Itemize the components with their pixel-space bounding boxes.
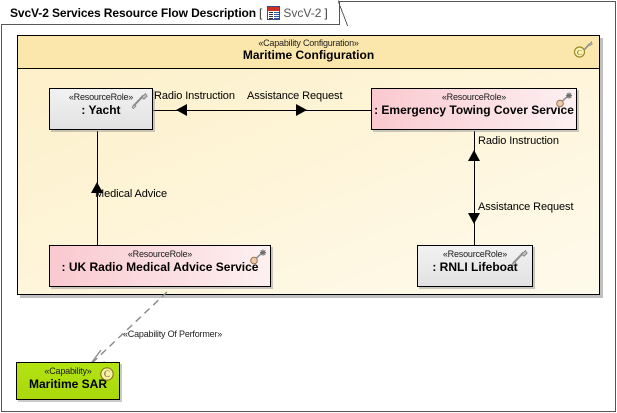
svg-text:C: C xyxy=(104,369,110,379)
node-maritime-sar[interactable]: «Capability» Maritime SAR C xyxy=(16,362,120,400)
capability-c-icon: C xyxy=(100,367,114,381)
page-title: SvcV-2 Services Resource Flow Descriptio… xyxy=(10,5,257,20)
node-yacht-stereotype: «ResourceRole» xyxy=(68,92,134,102)
title-bracket-open: [ xyxy=(259,5,263,20)
node-uk-radio-medical-advice-service[interactable]: «ResourceRole» : UK Radio Medical Advice… xyxy=(49,245,271,287)
node-uk-radio-medical-advice-service-name: : UK Radio Medical Advice Service xyxy=(61,260,259,274)
node-emergency-towing-cover-service-name: : Emergency Towing Cover Service xyxy=(374,103,574,117)
node-maritime-sar-name: Maritime SAR xyxy=(28,377,108,391)
edge-label-radio-instruction-top: Radio Instruction xyxy=(154,90,235,102)
wrench-icon xyxy=(131,93,148,109)
node-rnli-lifeboat-stereotype: «ResourceRole» xyxy=(442,249,508,259)
edge-label-assistance-request-right: Assistance Request xyxy=(478,201,574,213)
node-yacht-name: : Yacht xyxy=(81,103,121,117)
title-bracket-close: ] xyxy=(324,5,328,20)
arrow-radio-instruction-top xyxy=(176,104,187,116)
node-rnli-lifeboat-name: : RNLI Lifeboat xyxy=(432,260,518,274)
diagram-reference-name: SvcV-2 xyxy=(283,5,322,20)
edge-label-medical-advice: Medical Advice xyxy=(95,188,167,200)
node-emergency-towing-cover-service[interactable]: «ResourceRole» : Emergency Towing Cover … xyxy=(371,88,577,130)
diagram-title-tab[interactable]: SvcV-2 Services Resource Flow Descriptio… xyxy=(1,0,348,26)
arrow-radio-instruction-right xyxy=(468,150,480,161)
wrench-icon xyxy=(511,250,528,266)
capability-wrench-icon: C xyxy=(573,41,593,58)
svg-text:C: C xyxy=(577,48,582,57)
capability-configuration-header: «Capability Configuration» Maritime Conf… xyxy=(18,36,599,69)
service-lollipop-icon xyxy=(250,249,266,265)
node-rnli-lifeboat[interactable]: «ResourceRole» : RNLI Lifeboat xyxy=(417,245,533,287)
capability-configuration-stereotype: «Capability Configuration» xyxy=(258,38,359,48)
connector-vertical-right-line[interactable] xyxy=(474,131,475,247)
node-uk-radio-medical-advice-service-stereotype: «ResourceRole» xyxy=(127,249,193,259)
service-lollipop-icon xyxy=(556,92,572,108)
node-emergency-towing-cover-service-stereotype: «ResourceRole» xyxy=(441,92,507,102)
arrow-medical-advice xyxy=(91,182,103,193)
edge-label-radio-instruction-right: Radio Instruction xyxy=(478,135,559,147)
capability-configuration-name: Maritime Configuration xyxy=(242,48,375,62)
connector-horizontal-line[interactable] xyxy=(153,110,371,111)
svcv-table-icon xyxy=(267,5,281,20)
node-maritime-sar-stereotype: «Capability» xyxy=(44,366,92,376)
arrow-assistance-request-right xyxy=(468,213,480,224)
edge-label-capability-of-performer: «Capability Of Performer» xyxy=(123,329,223,339)
arrow-assistance-request-top xyxy=(296,104,307,116)
edge-label-assistance-request-top: Assistance Request xyxy=(247,90,343,102)
node-yacht[interactable]: «ResourceRole» : Yacht xyxy=(49,88,153,130)
